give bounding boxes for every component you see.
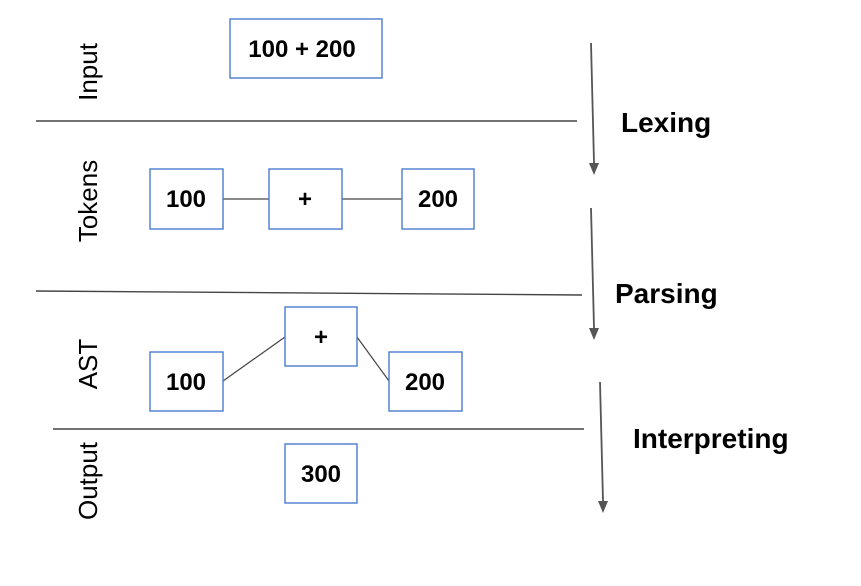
token-box-3: 200 xyxy=(401,168,475,230)
arrow-lexing xyxy=(589,42,599,175)
ast-root-text: + xyxy=(314,324,328,351)
output-box-text: 300 xyxy=(301,461,341,488)
step-label-lexing: Lexing xyxy=(621,107,711,138)
ast-left-node: 100 xyxy=(149,351,224,412)
output-box: 300 xyxy=(284,443,358,504)
token-text-3: 200 xyxy=(418,186,458,213)
ast-root-node: + xyxy=(284,306,358,367)
step-label-parsing: Parsing xyxy=(615,278,718,309)
divider-tokens-ast xyxy=(35,290,583,296)
input-box: 100 + 200 xyxy=(229,18,383,79)
token-text-1: 100 xyxy=(166,186,206,213)
ast-edge-right xyxy=(356,336,390,382)
token-box-1: 100 xyxy=(149,168,224,230)
arrow-parsing xyxy=(589,207,599,340)
stage-label-input: Input xyxy=(73,42,103,101)
stage-label-tokens: Tokens xyxy=(73,160,103,242)
token-text-2: + xyxy=(298,186,312,213)
ast-right-text: 200 xyxy=(405,369,445,396)
stage-label-output: Output xyxy=(73,441,103,520)
input-box-text: 100 + 200 xyxy=(248,36,355,63)
arrow-interpreting xyxy=(598,381,608,513)
ast-left-text: 100 xyxy=(166,369,206,396)
stage-label-ast: AST xyxy=(73,339,103,390)
step-label-interpreting: Interpreting xyxy=(633,423,789,454)
token-box-2: + xyxy=(268,168,343,230)
ast-edge-left xyxy=(222,336,286,382)
ast-right-node: 200 xyxy=(388,351,463,412)
